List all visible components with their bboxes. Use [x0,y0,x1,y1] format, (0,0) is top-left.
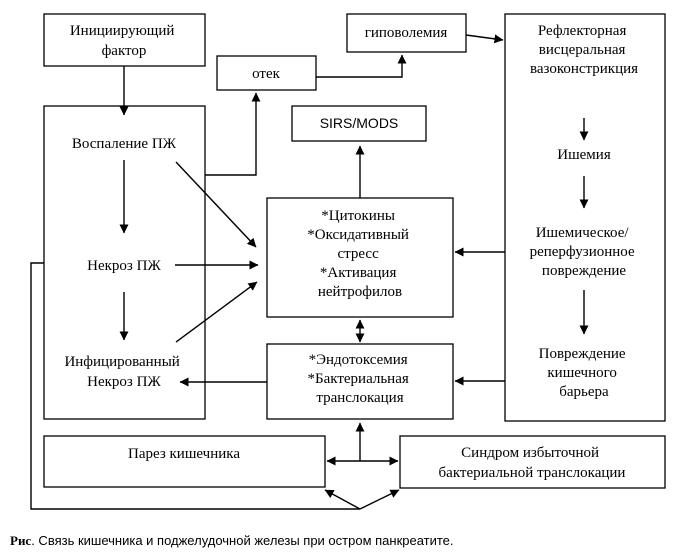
infected-necrosis-label: Инфицированный Некроз ПЖ [64,354,183,390]
intestinal-paresis-label: Парез кишечника [128,446,240,462]
reflex-vasoconstriction-label: Рефлекторная висцеральная вазоконстрикци… [530,23,638,77]
cytokines-label: *Цитокины *Оксидативный стресс *Активаци… [307,208,412,300]
initiating-factor-label: Инициирующий фактор [70,23,178,59]
endotoxemia-label: *Эндотоксемия *Бактериальная транслокаци… [307,352,412,406]
caption-text: . Связь кишечника и поджелудочной железы… [31,533,454,548]
barrier-damage-label: Повреждение кишечного барьера [539,346,630,400]
initiating-factor-box [43,13,206,67]
line-necrosis-loop [30,262,360,510]
edema-box [216,55,317,91]
arrow-edema-to-hypovolemia [316,54,407,78]
bacterial-overgrowth-box [399,435,666,489]
figure-caption: Рис. Связь кишечника и поджелудочной жел… [10,533,454,549]
connectors [30,34,589,510]
hypovolemia-box [346,13,467,53]
intestinal-paresis-box [43,435,326,488]
bacterial-overgrowth-label: Синдром избыточной бактериальной трансло… [439,445,626,481]
pancreas-necrosis-label: Некроз ПЖ [87,258,161,274]
pancreas-column-box [43,105,206,420]
arrow-bottom-to-overgrowth [359,489,400,510]
arrow-inflammation-to-edema [205,92,261,176]
edema-label: отек [252,66,281,82]
cytokines-box [266,197,454,318]
ischemia-label: Ишемия [557,147,611,163]
arrow-inflammation-to-cytokines [175,161,257,248]
pancreas-inflammation-label: Воспаление ПЖ [72,136,177,152]
caption-prefix: Рис [10,533,32,548]
arrow-cytokines-to-infected [175,281,258,343]
reflex-vasoconstriction-box [504,13,666,422]
reperfusion-injury-label: Ишемическое/ реперфузионное повреждение [530,225,639,279]
sirs-mods-label: SIRS/MODS [320,115,399,131]
hypovolemia-label: гиповолемия [365,25,448,41]
sirs-mods-box [291,105,427,142]
arrow-bottom-to-paresis [324,489,361,510]
arrow-hypovolemia-to-vasoconstriction [465,34,504,44]
